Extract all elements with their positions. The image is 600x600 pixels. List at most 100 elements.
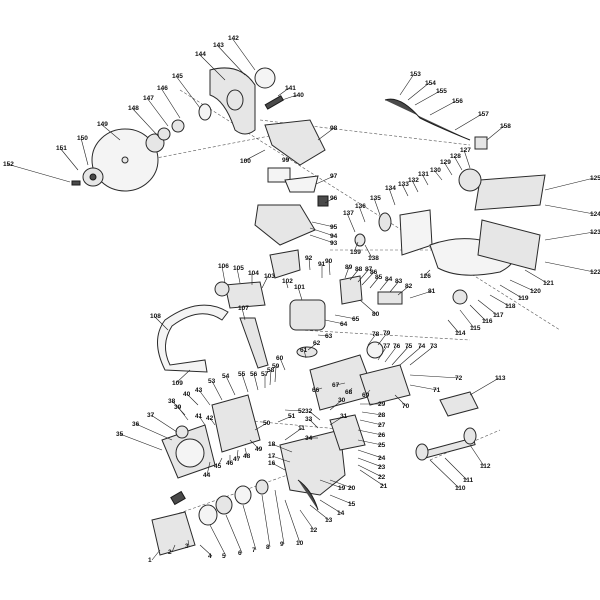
part-number-83: 83 (395, 278, 403, 285)
tension-pulley (452, 289, 468, 305)
leader-line-90 (328, 260, 331, 276)
leader-line-132 (411, 179, 419, 193)
leader-line-37 (150, 414, 178, 433)
leader-line-150 (80, 137, 89, 166)
part-number-84: 84 (385, 276, 393, 283)
filter-plate (284, 175, 319, 193)
leader-line-25 (357, 439, 383, 446)
filter-element (269, 249, 301, 279)
water-kit (384, 98, 488, 150)
fuel-line (297, 479, 319, 511)
leader-line-78 (367, 333, 377, 346)
part-number-116: 116 (482, 318, 493, 325)
wheel-2 (463, 427, 477, 445)
part-number-2: 2 (168, 549, 172, 556)
part-number-70: 70 (402, 403, 410, 410)
part-number-85: 85 (375, 274, 383, 281)
part-number-118: 118 (505, 303, 516, 310)
part-number-45: 45 (214, 463, 222, 470)
part-number-104: 104 (248, 270, 259, 277)
leader-line-69 (365, 389, 371, 396)
leader-line-120 (509, 279, 535, 292)
leader-line-40 (186, 393, 199, 406)
part-number-150: 150 (77, 135, 88, 142)
leader-line-126 (423, 269, 431, 277)
part-number-147: 147 (143, 95, 154, 102)
part-number-125: 125 (590, 175, 600, 182)
part-number-92: 92 (305, 255, 313, 262)
leader-line-11 (284, 427, 303, 441)
part-number-74: 74 (418, 343, 426, 350)
bearing (171, 119, 185, 133)
part-number-25: 25 (378, 442, 386, 449)
top-cover (264, 119, 326, 166)
leader-line-52 (284, 409, 303, 412)
leader-line-4 (199, 544, 213, 557)
leader-line-67 (335, 382, 346, 386)
pawl-plate (255, 479, 269, 495)
part-number-73: 73 (430, 343, 438, 350)
leader-line-139 (353, 241, 359, 253)
part-number-127: 127 (460, 147, 471, 154)
carburetor-group (214, 281, 326, 369)
arm-pulley (458, 168, 482, 192)
starter-cover (151, 511, 196, 556)
part-number-36: 36 (132, 421, 140, 428)
leader-line-95 (311, 221, 335, 228)
leader-line-86 (361, 271, 375, 286)
part-number-27: 27 (378, 422, 386, 429)
leader-line-118 (489, 294, 510, 307)
part-number-155: 155 (436, 88, 447, 95)
part-number-28: 28 (378, 412, 386, 419)
part-number-77: 77 (383, 343, 391, 350)
leader-line-129 (443, 161, 453, 176)
part-number-10: 10 (296, 540, 304, 547)
upper-housing (254, 119, 329, 279)
part-number-78: 78 (372, 331, 380, 338)
part-number-135: 135 (370, 195, 381, 202)
part-number-60: 60 (276, 355, 284, 362)
leader-line-136 (358, 205, 366, 223)
belt-drive (354, 168, 546, 305)
part-number-97: 97 (330, 173, 338, 180)
part-number-141: 141 (285, 85, 296, 92)
piston (296, 346, 318, 358)
leader-line-81 (409, 290, 433, 299)
leader-line-14 (319, 499, 342, 514)
leader-line-23 (357, 457, 383, 468)
part-number-101: 101 (294, 284, 305, 291)
part-number-29: 29 (378, 401, 386, 408)
leader-line-123 (544, 231, 595, 241)
part-number-21: 21 (380, 483, 388, 490)
crankcase (279, 429, 346, 496)
leader-line-15 (329, 494, 353, 505)
leader-line-74 (399, 345, 423, 366)
muffler (224, 281, 266, 309)
part-number-35: 35 (116, 431, 124, 438)
throttle-assembly (359, 341, 411, 406)
leader-line-101 (297, 286, 303, 301)
leader-line-140 (281, 94, 298, 101)
part-number-143: 143 (213, 42, 224, 49)
part-number-82: 82 (405, 283, 413, 290)
leader-line-102 (285, 280, 289, 289)
leader-line-33 (308, 418, 319, 429)
blade-bolt (71, 180, 81, 186)
spring-plate (234, 485, 252, 505)
leader-line-152 (6, 163, 71, 183)
part-number-22: 22 (378, 474, 386, 481)
leader-line-5 (209, 524, 227, 557)
throttle-housing (359, 364, 411, 406)
leader-line-109 (175, 369, 191, 384)
leader-line-22 (357, 464, 383, 478)
part-number-76: 76 (393, 343, 401, 350)
leader-line-3 (187, 539, 190, 547)
blade-guard (209, 67, 284, 135)
leader-line-16 (271, 462, 286, 471)
part-number-157: 157 (478, 111, 489, 118)
part-number-105: 105 (233, 265, 244, 272)
leader-line-89 (344, 266, 350, 279)
part-number-11: 11 (298, 425, 305, 432)
part-number-146: 146 (157, 85, 168, 92)
leader-line-108 (153, 315, 169, 331)
